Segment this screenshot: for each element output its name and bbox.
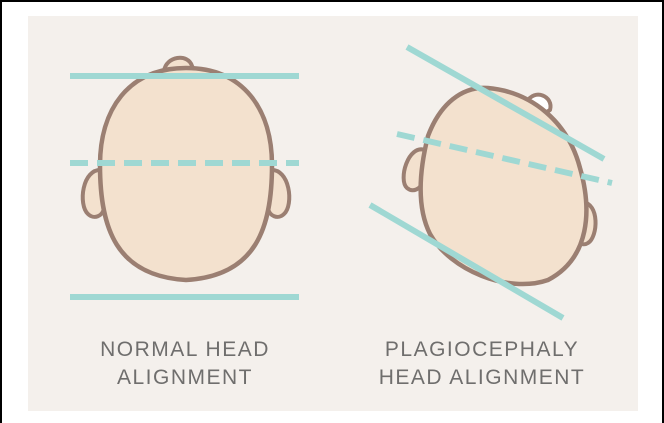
normal-head-figure (70, 58, 299, 297)
plagio-caption-line-2: HEAD ALIGNMENT (352, 364, 612, 392)
normal-head-shape (100, 68, 272, 280)
plagio-head-shape (421, 88, 587, 284)
normal-head-caption: NORMAL HEAD ALIGNMENT (60, 336, 310, 392)
plagiocephaly-head-figure (370, 47, 612, 318)
normal-caption-line-1: NORMAL HEAD (60, 336, 310, 364)
plagiocephaly-caption: PLAGIOCEPHALY HEAD ALIGNMENT (352, 336, 612, 392)
normal-caption-line-2: ALIGNMENT (60, 364, 310, 392)
plagio-caption-line-1: PLAGIOCEPHALY (352, 336, 612, 364)
